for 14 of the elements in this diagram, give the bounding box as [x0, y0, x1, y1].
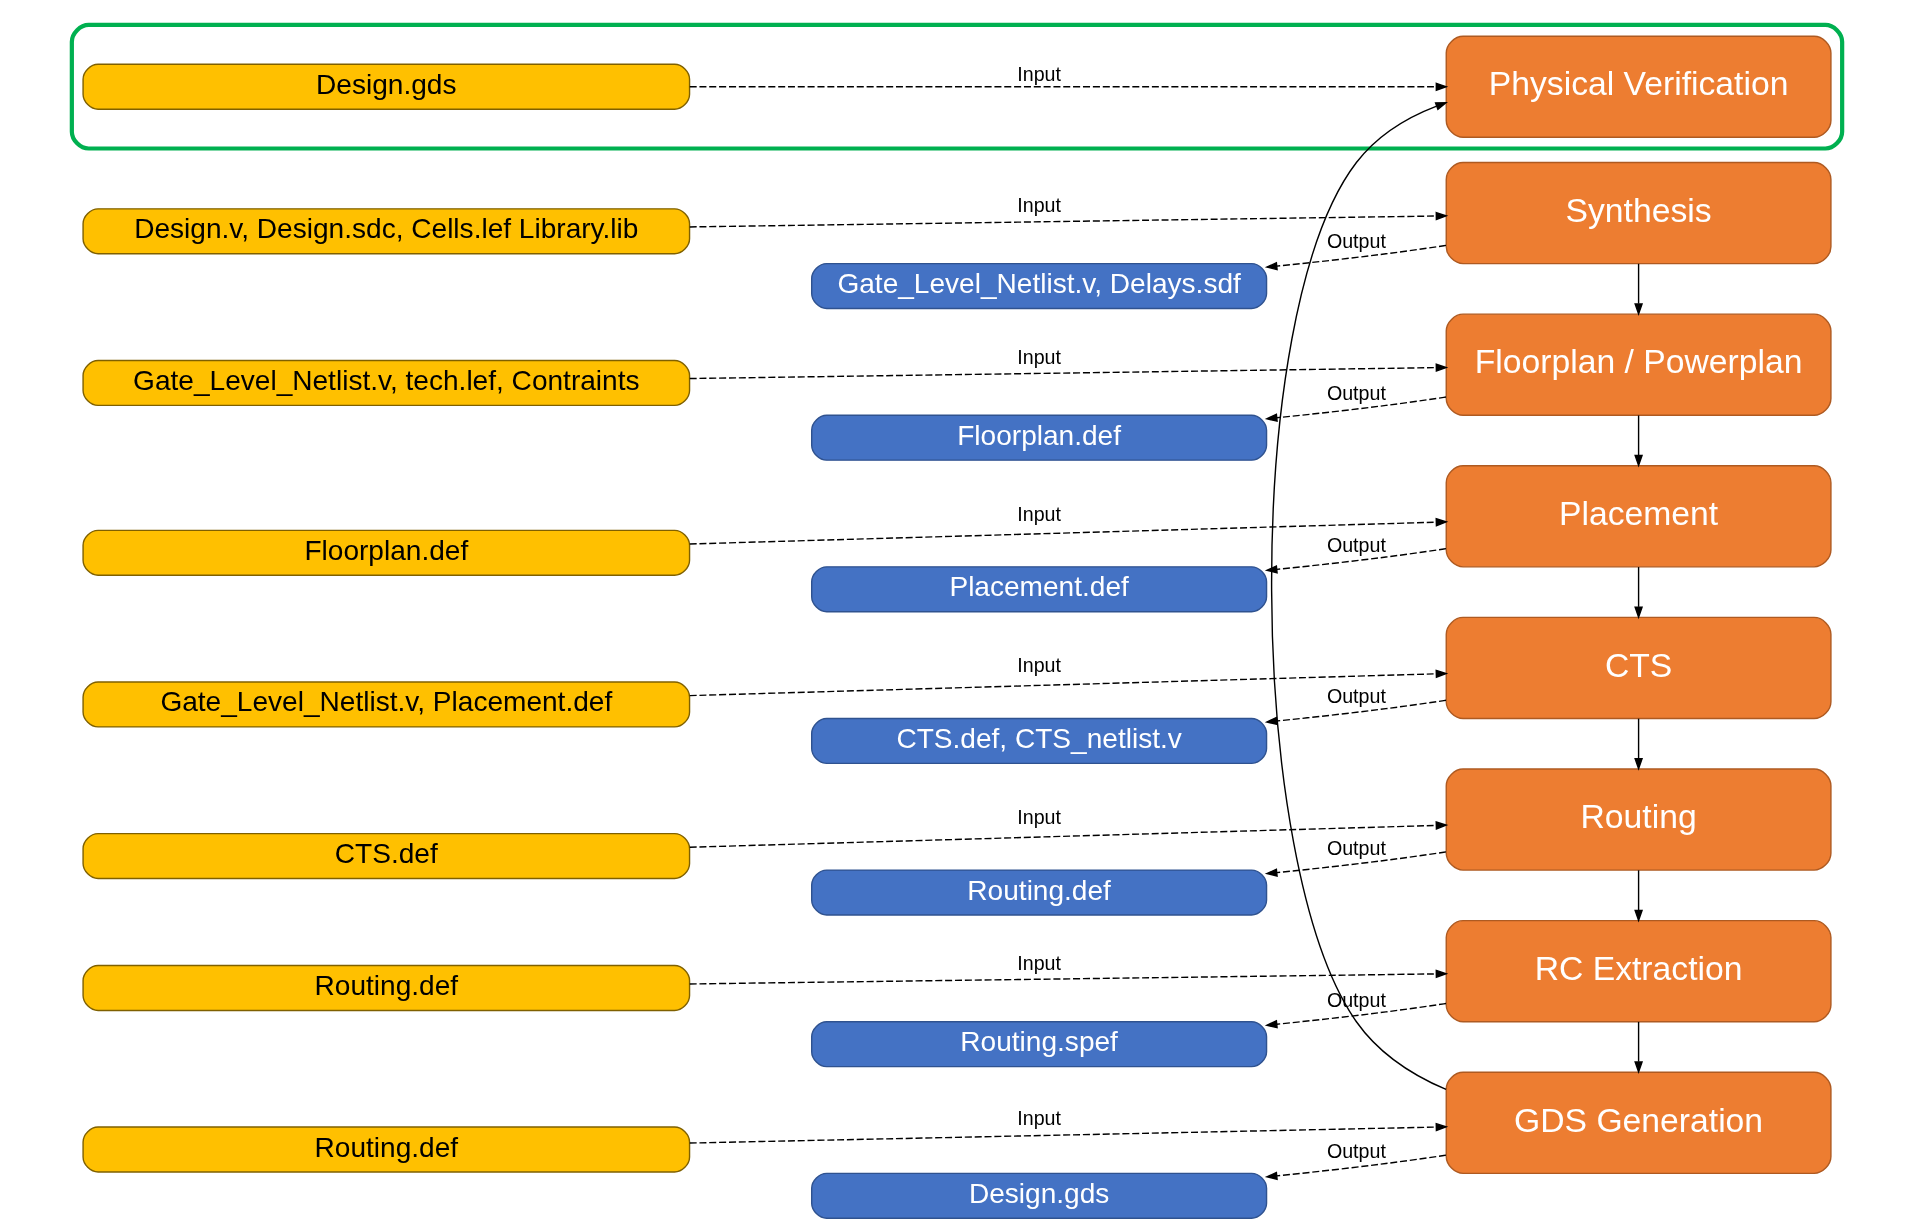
edge-label: Input — [1016, 345, 1061, 368]
edge-label: Input — [1016, 654, 1061, 677]
edge-label: Input — [1016, 952, 1061, 975]
edge-label: Input — [1016, 63, 1061, 86]
edge-label: Output — [1326, 836, 1386, 859]
edge-label: Input — [1016, 502, 1061, 525]
edge-label: Output — [1326, 382, 1386, 405]
edge-label: Output — [1326, 230, 1386, 253]
edge-label: Output — [1326, 1140, 1386, 1163]
edge-label: Input — [1016, 806, 1061, 829]
edge-label: Input — [1016, 193, 1061, 216]
edge-label: Output — [1326, 533, 1386, 556]
edge-label: Input — [1016, 1106, 1061, 1129]
edge-label: Output — [1326, 685, 1386, 708]
